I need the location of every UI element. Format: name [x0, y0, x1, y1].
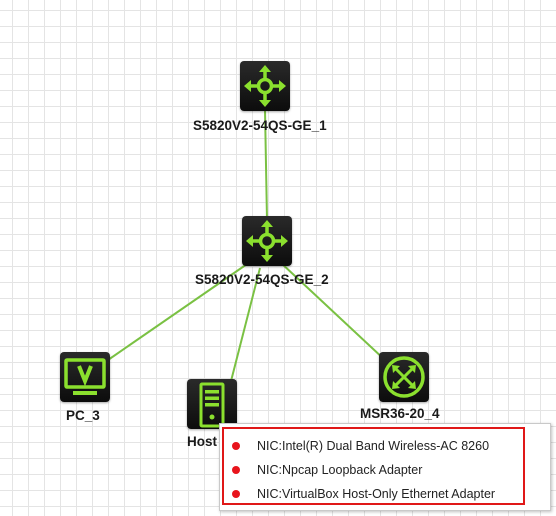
- switch-icon[interactable]: [242, 216, 292, 266]
- switch-icon[interactable]: [240, 61, 290, 111]
- status-dot-icon: [232, 442, 240, 450]
- device-label-switch-2: S5820V2-54QS-GE_2: [195, 272, 329, 287]
- device-label-host: Host: [187, 434, 217, 449]
- nic-popup-menu: NIC:Intel(R) Dual Band Wireless-AC 8260 …: [219, 423, 551, 511]
- link-sw2-msr[interactable]: [279, 261, 386, 361]
- nic-item-intel-wireless[interactable]: NIC:Intel(R) Dual Band Wireless-AC 8260: [224, 434, 523, 458]
- nic-list: NIC:Intel(R) Dual Band Wireless-AC 8260 …: [222, 427, 525, 505]
- status-dot-icon: [232, 466, 240, 474]
- device-label-pc-3: PC_3: [66, 408, 100, 423]
- monitor-icon[interactable]: [60, 352, 110, 402]
- device-label-switch-1: S5820V2-54QS-GE_1: [193, 118, 327, 133]
- nic-item-label: NIC:Npcap Loopback Adapter: [257, 463, 423, 477]
- nic-item-npcap-loopback[interactable]: NIC:Npcap Loopback Adapter: [224, 458, 523, 482]
- link-sw2-pc3[interactable]: [107, 261, 251, 361]
- link-sw2-host[interactable]: [229, 267, 261, 386]
- router-icon[interactable]: [379, 352, 429, 402]
- device-label-msr: MSR36-20_4: [360, 406, 440, 421]
- nic-item-virtualbox-host-only[interactable]: NIC:VirtualBox Host-Only Ethernet Adapte…: [224, 482, 523, 506]
- link-sw1-sw2[interactable]: [264, 109, 268, 221]
- nic-item-label: NIC:VirtualBox Host-Only Ethernet Adapte…: [257, 487, 496, 501]
- server-icon[interactable]: [187, 379, 237, 429]
- status-dot-icon: [232, 490, 240, 498]
- nic-item-label: NIC:Intel(R) Dual Band Wireless-AC 8260: [257, 439, 490, 453]
